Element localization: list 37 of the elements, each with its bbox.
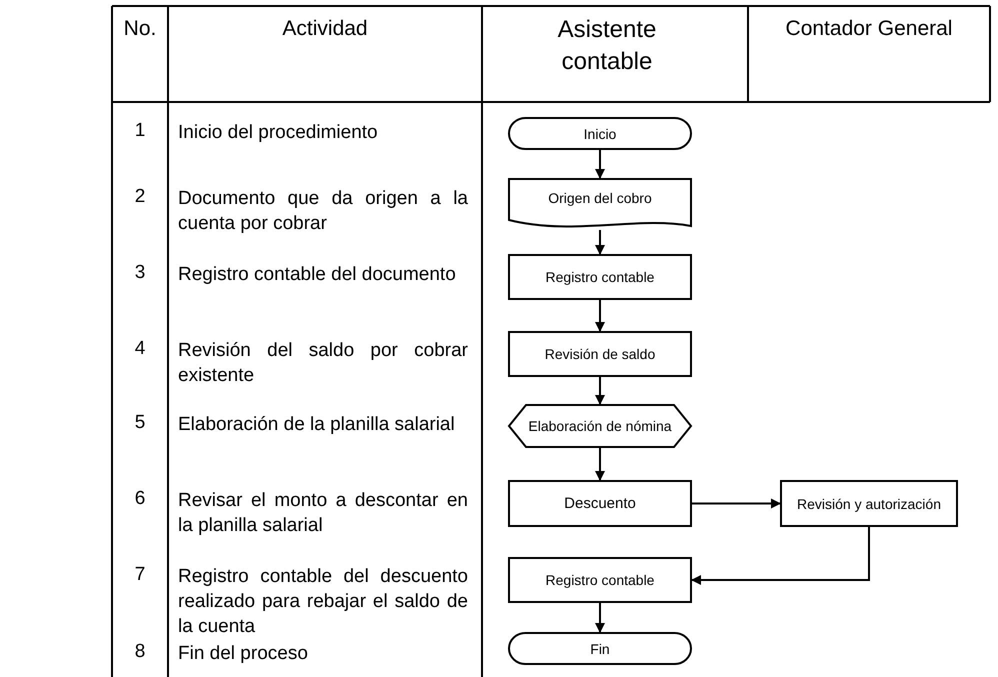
arrow xyxy=(595,377,605,405)
column-header: Actividad xyxy=(281,16,369,42)
column-header: No. xyxy=(122,16,158,42)
step-number: 4 xyxy=(134,338,146,360)
activity-text: Elaboración de la planilla salarial xyxy=(178,413,456,437)
arrow xyxy=(691,527,870,585)
process-box: Revisión y autorización xyxy=(780,480,958,527)
terminal-shape: Inicio xyxy=(508,117,692,150)
preparation-hexagon: Elaboración de nómina xyxy=(508,404,692,448)
step-number: 2 xyxy=(134,186,146,208)
step-number: 3 xyxy=(134,262,146,284)
activity-text: Registro contable del descuento realizado para rebajar el saldo de la cuenta xyxy=(178,565,468,639)
step-number: 1 xyxy=(134,120,146,142)
step-number: 8 xyxy=(134,641,146,663)
arrow xyxy=(595,150,605,179)
step-number: 6 xyxy=(134,488,146,510)
column-header: Contador General xyxy=(784,16,954,42)
activity-text: Fin del proceso xyxy=(178,642,309,666)
process-box: Registro contable xyxy=(508,254,692,300)
terminal-shape: Fin xyxy=(508,632,692,665)
step-number: 7 xyxy=(134,564,146,586)
arrow xyxy=(595,603,605,633)
process-box: Descuento xyxy=(508,480,692,527)
arrow xyxy=(595,300,605,332)
activity-text: Inicio del procedimiento xyxy=(178,121,379,145)
activity-text: Revisar el monto a descontar en la planilla salarial xyxy=(178,489,468,538)
activity-text: Revisión del saldo por cobrar existente xyxy=(178,339,468,388)
arrow xyxy=(595,448,605,481)
activity-text: Documento que da origen a la cuenta por cobrar xyxy=(178,187,468,236)
process-box: Revisión de saldo xyxy=(508,331,692,377)
document-shape: Origen del cobro xyxy=(508,178,692,230)
column-header: Asistente contable xyxy=(556,15,658,77)
activity-text: Registro contable del documento xyxy=(178,263,457,287)
process-box: Registro contable xyxy=(508,557,692,603)
arrow xyxy=(595,230,605,255)
step-number: 5 xyxy=(134,412,146,434)
arrow xyxy=(692,498,781,508)
